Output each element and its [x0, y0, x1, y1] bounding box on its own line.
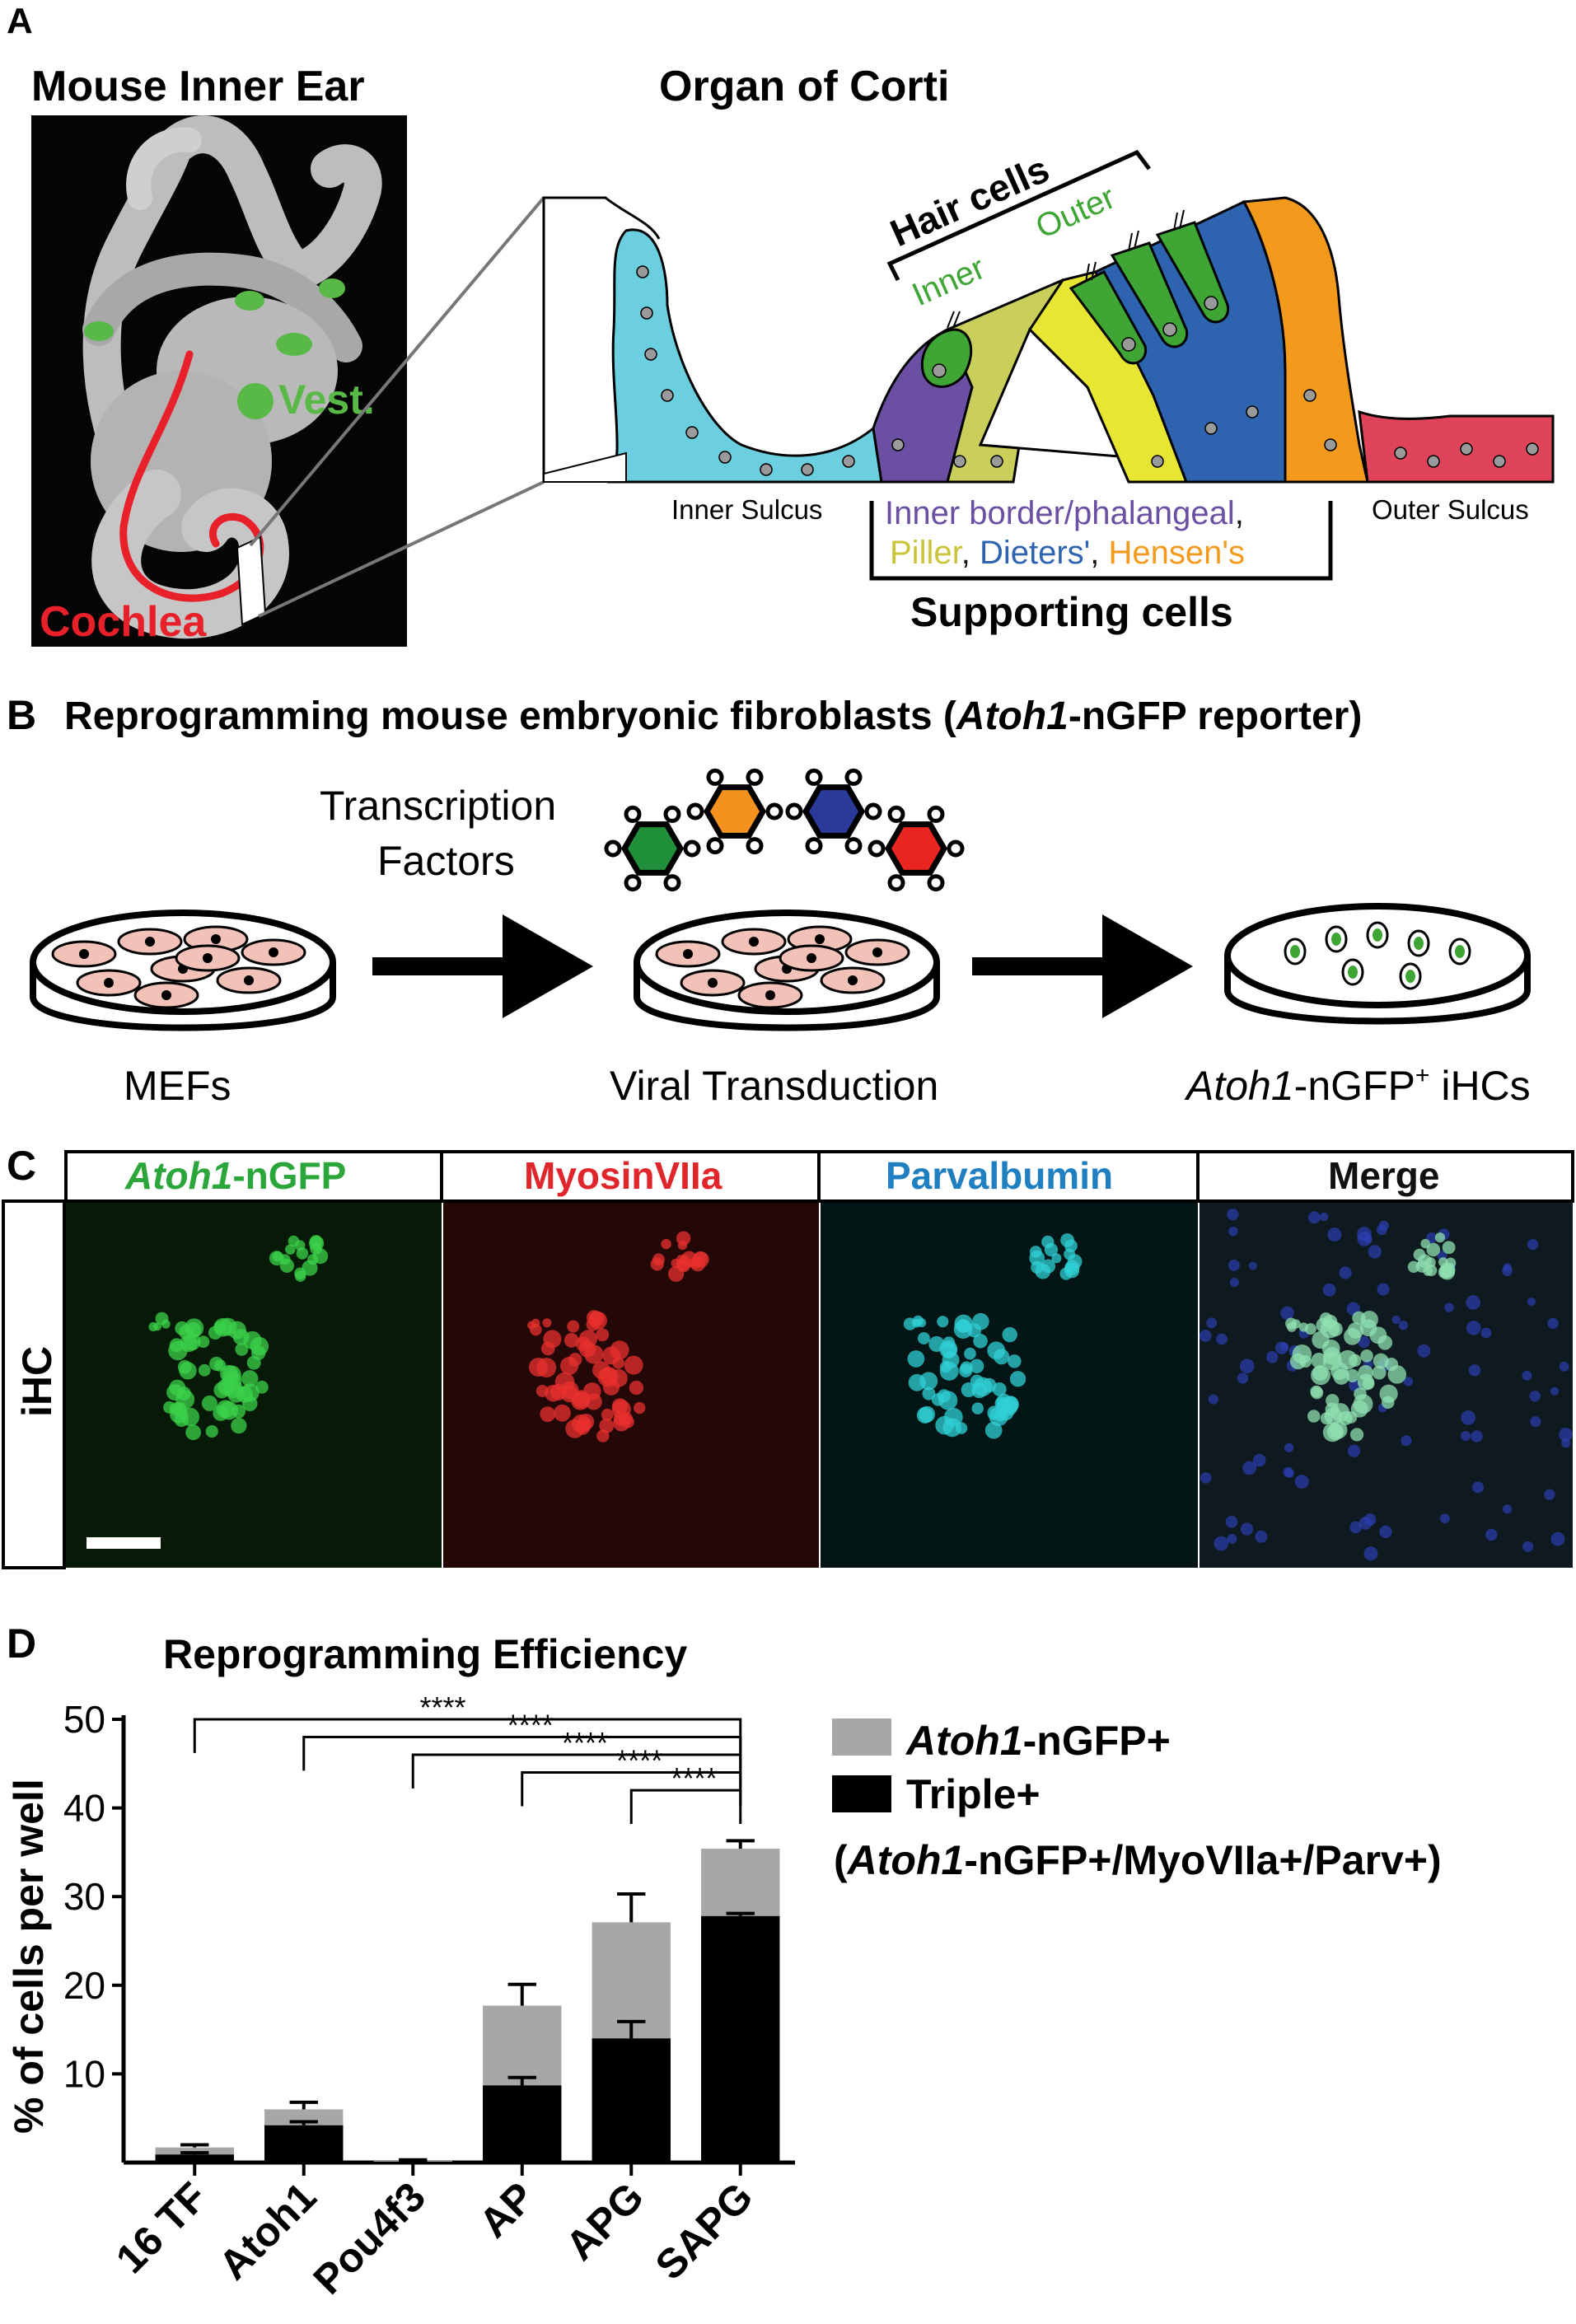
- y-tick-label: 30: [63, 1875, 105, 1918]
- tf-hexagon-icon: [868, 805, 965, 892]
- significance-label: ****: [562, 1726, 608, 1760]
- x-tick-label: AP: [470, 2173, 544, 2247]
- legend3-italic: Atoh1: [846, 1837, 965, 1883]
- significance-bracket: [629, 1789, 742, 1824]
- micrograph-merge: [1199, 1203, 1573, 1568]
- hair-cells-bracket: [886, 149, 1151, 282]
- y-tick-label: 10: [63, 2052, 105, 2095]
- panel-b-letter: B: [7, 692, 36, 738]
- legend-item-triple: Triple+: [906, 1771, 1041, 1817]
- ihc-italic: Atoh1: [1184, 1063, 1294, 1109]
- mefs-label: MEFs: [124, 1063, 231, 1109]
- sc-sep2: ,: [1090, 535, 1108, 571]
- significance-label: ****: [616, 1744, 662, 1778]
- legend1-rest: -nGFP+: [1023, 1718, 1171, 1764]
- bar: [701, 1915, 780, 2163]
- supporting-cells-bracket: [869, 501, 1333, 581]
- col-merge-label: Merge: [1328, 1154, 1439, 1197]
- sc-hensens: Hensen's: [1109, 535, 1246, 571]
- col-parv-label: Parvalbumin: [886, 1154, 1113, 1197]
- organ-of-corti-diagram: [542, 196, 1555, 484]
- mef-dish: [30, 909, 336, 1031]
- legend-item-triple-def: (Atoh1-nGFP+/MyoVIIa+/Parv+): [834, 1837, 1442, 1883]
- zoom-line-top: [249, 196, 545, 547]
- sc-piller: Piller: [890, 535, 963, 571]
- ihc-end: iHCs: [1429, 1063, 1530, 1109]
- sc-line2: Piller, Dieters', Hensen's: [890, 535, 1245, 571]
- y-tick-label: 50: [63, 1698, 105, 1741]
- significance-label: ****: [419, 1690, 465, 1724]
- tf-hexagon-icon: [785, 768, 882, 855]
- sc-comma: ,: [1235, 495, 1244, 531]
- legend-swatch-triple: [832, 1775, 891, 1812]
- tf-line2: Factors: [377, 838, 515, 884]
- sc-sep1: ,: [961, 535, 980, 571]
- bar: [592, 2038, 671, 2163]
- panel-c-header: [2, 1150, 1574, 1569]
- y-tick-label: 20: [63, 1964, 105, 2007]
- inner-ear-title: Mouse Inner Ear: [31, 63, 365, 110]
- arrow-2: [972, 914, 1193, 1018]
- inner-ear-image: [31, 115, 407, 647]
- title-post: -nGFP reporter): [1069, 694, 1362, 738]
- ihc-rest: -nGFP: [1294, 1063, 1415, 1109]
- bar: [483, 2085, 562, 2163]
- title-italic: Atoh1: [956, 694, 1069, 738]
- tf-line1: Transcription: [320, 783, 556, 829]
- chart-title: Reprogramming Efficiency: [163, 1631, 687, 1677]
- sc-dieters: Dieters': [980, 535, 1090, 571]
- chart-legend: [832, 1718, 891, 1812]
- x-tick-label: 16 TF: [107, 2173, 216, 2282]
- legend3-pre: (: [834, 1837, 848, 1883]
- sc-line1: Inner border/phalangeal,: [885, 495, 1244, 531]
- panel-c-letter: C: [7, 1143, 36, 1189]
- ihc-dish: [1224, 903, 1531, 1025]
- micrograph-gfp: [66, 1203, 442, 1568]
- bar: [155, 2154, 234, 2163]
- tf-hexagon-icon: [604, 805, 701, 892]
- tf-hexagon-icon: [686, 768, 783, 855]
- ihc-sup: +: [1415, 1062, 1430, 1089]
- micrograph-myo: [443, 1203, 819, 1568]
- inner-hair-label: Inner: [907, 250, 990, 313]
- panel-a-letter: A: [7, 1, 33, 41]
- micrograph-parv: [821, 1203, 1198, 1568]
- outer-sulcus-label: Outer Sulcus: [1372, 494, 1529, 525]
- transduced-dish: [634, 909, 940, 1031]
- scale-bar: [87, 1537, 161, 1549]
- transcription-factor-icons: [604, 768, 965, 892]
- col-gfp-label: Atoh1-nGFP: [124, 1154, 346, 1197]
- inner-sulcus-label: Inner Sulcus: [671, 494, 822, 525]
- col1-italic: Atoh1: [124, 1154, 232, 1197]
- zoom-line-bottom: [258, 480, 545, 618]
- sc-inner-border: Inner border/phalangeal: [885, 495, 1235, 531]
- ihc-dish-label: Atoh1-nGFP+ iHCs: [1184, 1062, 1531, 1109]
- supporting-cells-label: Supporting cells: [910, 589, 1233, 635]
- x-tick-label: APG: [557, 2173, 652, 2269]
- legend-item-gfp: Atoh1-nGFP+: [905, 1718, 1171, 1764]
- x-tick-label: Pou4f3: [305, 2173, 434, 2303]
- legend-swatch-gfp: [832, 1718, 891, 1756]
- bar: [264, 2125, 344, 2163]
- significance-label: ****: [507, 1709, 554, 1742]
- col-myo-label: MyosinVIIa: [524, 1154, 723, 1197]
- col1-rest: -nGFP: [232, 1154, 346, 1197]
- legend1-italic: Atoh1: [905, 1718, 1023, 1764]
- significance-label: ****: [671, 1761, 717, 1795]
- row-ihc-label: iHC: [14, 1346, 60, 1417]
- viral-label: Viral Transduction: [610, 1063, 938, 1109]
- legend3-rest: -nGFP+/MyoVIIa+/Parv+): [964, 1837, 1441, 1883]
- x-tick-label: SAPG: [647, 2173, 762, 2289]
- arrow-1: [372, 914, 593, 1018]
- panel-d-letter: D: [7, 1620, 36, 1667]
- y-tick-label: 40: [63, 1787, 105, 1830]
- panel-b-title: Reprogramming mouse embryonic fibroblast…: [64, 694, 1362, 738]
- title-pre: Reprogramming mouse embryonic fibroblast…: [64, 694, 956, 738]
- cochlea-label: Cochlea: [40, 598, 207, 646]
- corti-title: Organ of Corti: [659, 63, 949, 110]
- y-axis-label: % of cells per well: [6, 1779, 52, 2134]
